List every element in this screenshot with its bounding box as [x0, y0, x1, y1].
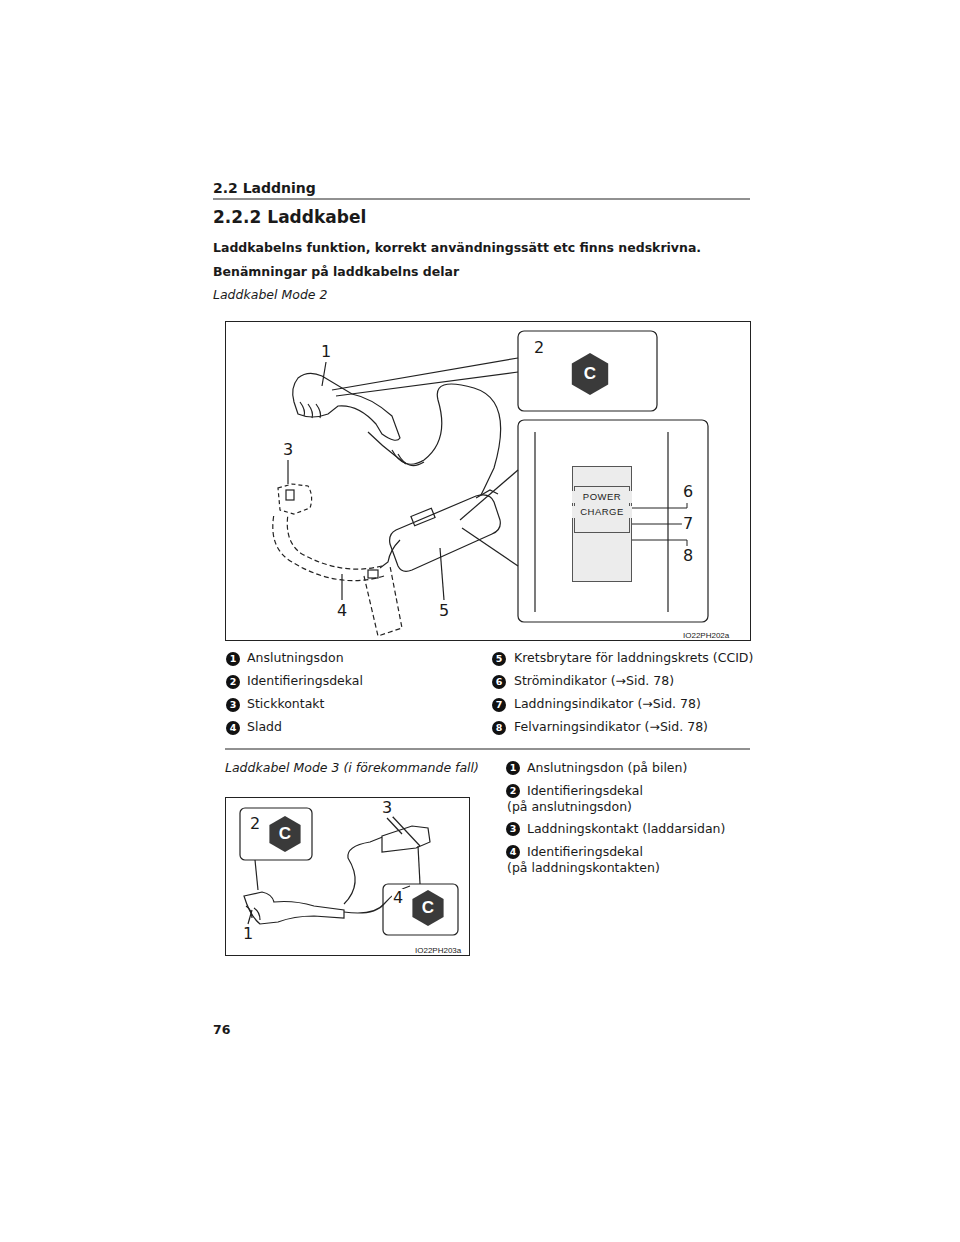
callout-number: 7 [682, 515, 694, 533]
label-letter: C [568, 353, 612, 395]
part-name: Identifieringsdekal (på laddningskontakt… [507, 844, 667, 876]
part-name: Anslutningsdon [247, 650, 344, 666]
callout-number: 8 [682, 547, 694, 565]
part-name: Strömindikator (→Sid. 78) [514, 673, 674, 689]
intro-text: Laddkabelns funktion, korrekt användning… [213, 240, 701, 255]
list-number: 3 [226, 698, 240, 712]
list-number: 8 [492, 721, 506, 735]
callout-number: 6 [682, 483, 694, 501]
callout-number: 2 [533, 339, 545, 357]
label-hexagon: C [409, 890, 447, 926]
list-number: 6 [492, 675, 506, 689]
callout-number: 4 [392, 889, 404, 907]
section-title: 2.2.2 Laddkabel [213, 207, 366, 227]
indicator-panel: POWER CHARGE [572, 466, 632, 582]
list-number: 4 [226, 721, 240, 735]
callout-number: 2 [249, 815, 261, 833]
part-name: Stickkontakt [247, 696, 324, 712]
part-name: Sladd [247, 719, 282, 735]
part-name: Felvarningsindikator (→Sid. 78) [514, 719, 708, 735]
list-number: 3 [506, 822, 520, 836]
figure-code: IO22PH203a [415, 946, 461, 955]
list-number: 7 [492, 698, 506, 712]
part-name: Laddningskontakt (laddarsidan) [507, 821, 747, 837]
figure-code: IO22PH202a [683, 631, 729, 640]
page-number: 76 [213, 1022, 230, 1037]
figure-caption: Laddkabel Mode 2 [213, 287, 327, 302]
indicator-label: POWER [572, 491, 632, 503]
part-name: Identifieringsdekal (på anslutningsdon) [507, 783, 667, 815]
section-header: 2.2 Laddning [213, 180, 316, 196]
subheading: Benämningar på laddkabelns delar [213, 264, 459, 279]
callout-number: 5 [438, 602, 450, 620]
indicator-label: CHARGE [572, 506, 632, 518]
node-outline [572, 466, 632, 582]
list-number: 5 [492, 652, 506, 666]
list-number: 1 [506, 761, 520, 775]
label-hexagon: C [266, 816, 304, 852]
callout-number: 3 [381, 799, 393, 817]
label-letter: C [409, 890, 447, 926]
part-name: Anslutningsdon (på bilen) [507, 760, 747, 776]
part-name: Laddningsindikator (→Sid. 78) [514, 696, 701, 712]
list-number: 1 [226, 652, 240, 666]
callout-number: 3 [282, 441, 294, 459]
label-letter: C [266, 816, 304, 852]
figure-caption: Laddkabel Mode 3 (i förekommande fall) [225, 760, 479, 775]
part-name: Kretsbrytare för laddningskrets (CCID) [514, 650, 753, 666]
callout-number: 4 [336, 602, 348, 620]
callout-number: 1 [320, 343, 332, 361]
callout-number: 1 [242, 925, 254, 943]
list-number: 4 [506, 845, 520, 859]
list-number: 2 [226, 675, 240, 689]
part-name: Identifieringsdekal [247, 673, 363, 689]
list-number: 2 [506, 784, 520, 798]
label-hexagon: C [568, 353, 612, 395]
